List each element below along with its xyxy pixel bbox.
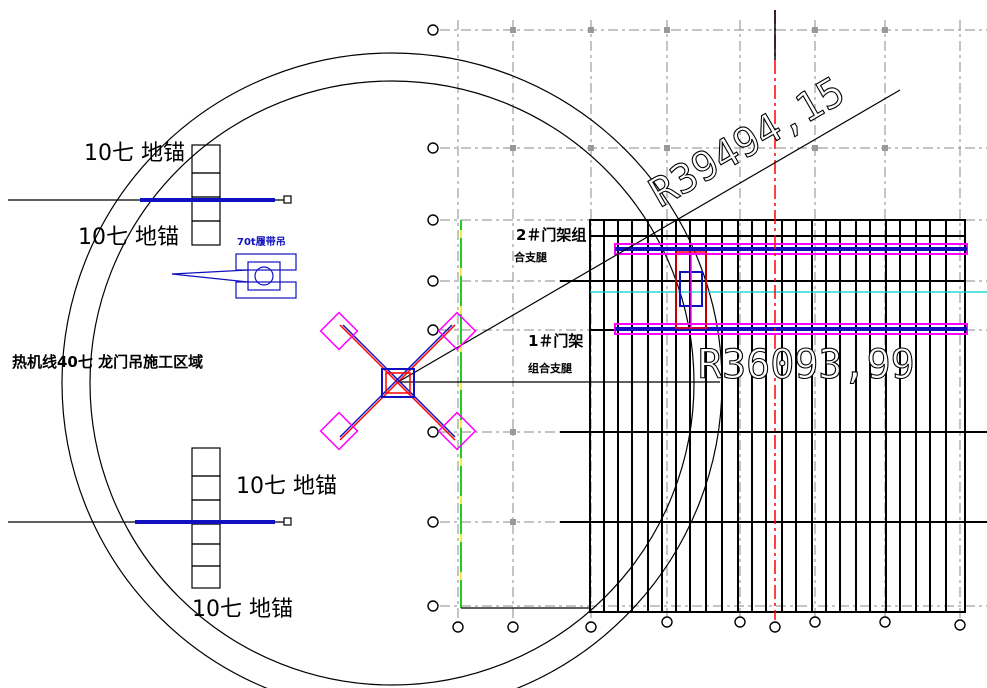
row-axis-bubbles bbox=[427, 24, 439, 612]
steel-structure bbox=[560, 219, 987, 613]
gantry-2-label: 2＃门架组 bbox=[516, 226, 586, 244]
green-rail bbox=[460, 220, 590, 609]
gantry-beams bbox=[614, 243, 968, 335]
anchor-label-top-2: 10七 地锚 bbox=[78, 225, 179, 250]
gantry-1-label: 1＃门架 bbox=[528, 332, 583, 350]
gantry-2-sublabel: 合支腿 bbox=[514, 250, 548, 264]
column-axis-bubbles bbox=[452, 616, 966, 633]
crawler-crane-symbol bbox=[171, 253, 297, 299]
anchor-label-top-1: 10七 地锚 bbox=[84, 141, 185, 166]
bottom-anchor-block bbox=[8, 447, 292, 589]
zone-title: 热机线40七 龙门吊施工区域 bbox=[12, 353, 203, 371]
radius-label-outer: R39494,15 bbox=[642, 68, 853, 216]
gantry-1-sublabel: 组合支腿 bbox=[528, 361, 573, 375]
anchor-label-bottom-1: 10七 地锚 bbox=[236, 474, 337, 499]
crawler-crane-label: 70t履带吊 bbox=[237, 235, 286, 248]
crane-outriggers bbox=[319, 311, 477, 451]
grid-nodes bbox=[510, 27, 888, 525]
radius-line-outer bbox=[397, 89, 901, 383]
radius-label-inner: R36093,99 bbox=[698, 342, 915, 388]
anchor-label-bottom-2: 10七 地锚 bbox=[192, 597, 293, 622]
